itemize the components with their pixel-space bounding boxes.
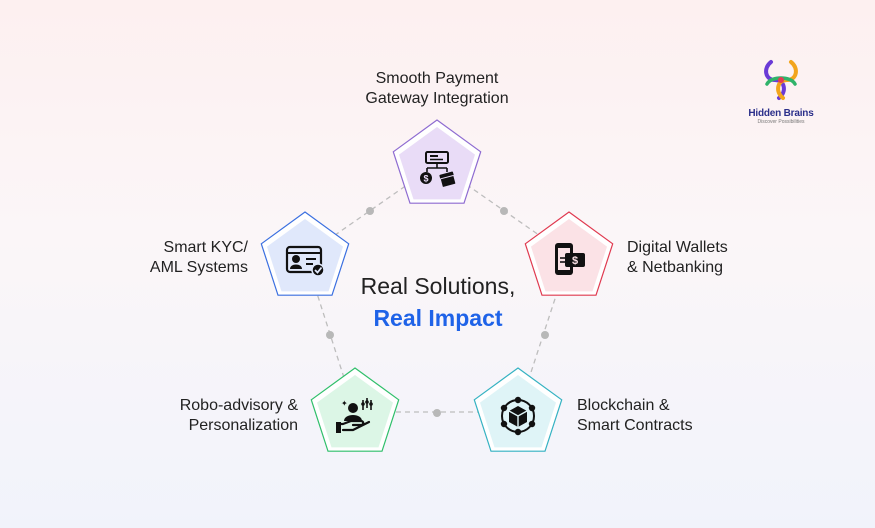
label-wallets: Digital Wallets & Netbanking bbox=[627, 239, 728, 276]
connector-dot bbox=[366, 207, 374, 215]
hidden-brains-logo[interactable]: Hidden Brains Discover Possibilities bbox=[740, 58, 822, 125]
label-robo: Robo-advisory & Personalization bbox=[179, 397, 298, 434]
robo-advisor-icon: ✦ bbox=[335, 398, 373, 433]
pentagon-nodes: $ $ ✦ bbox=[260, 119, 614, 452]
label-kyc: Smart KYC/ AML Systems bbox=[149, 239, 248, 276]
payment-gateway-icon: $ bbox=[420, 151, 457, 188]
center-heading: Real Solutions, Real Impact bbox=[300, 270, 576, 334]
node-blockchain bbox=[473, 367, 563, 452]
id-card-check-icon bbox=[285, 245, 325, 277]
svg-text:$: $ bbox=[572, 255, 578, 267]
node-robo: ✦ bbox=[310, 367, 400, 452]
hidden-brains-logo-mark bbox=[764, 60, 798, 100]
node-inner-pentagon bbox=[267, 219, 343, 292]
mobile-wallet-icon: $ bbox=[555, 243, 585, 275]
center-heading-line1: Real Solutions, bbox=[360, 273, 516, 299]
connector-dot bbox=[541, 331, 549, 339]
svg-text:$: $ bbox=[423, 174, 428, 184]
node-payment: $ bbox=[392, 119, 482, 204]
svg-text:✦: ✦ bbox=[341, 399, 348, 408]
node-wallets: $ bbox=[524, 211, 614, 296]
label-blockchain: Blockchain & Smart Contracts bbox=[577, 397, 693, 434]
connector-dot bbox=[433, 409, 441, 417]
label-payment: Smooth Payment Gateway Integration bbox=[365, 70, 509, 107]
connector-dot bbox=[500, 207, 508, 215]
center-heading-line2: Real Impact bbox=[373, 305, 503, 331]
blockchain-cube-icon bbox=[500, 396, 536, 436]
logo-tagline: Discover Possibilities bbox=[757, 119, 805, 125]
node-kyc bbox=[260, 211, 350, 296]
connector-dot bbox=[326, 331, 334, 339]
logo-brand-name: Hidden Brains bbox=[748, 108, 814, 119]
